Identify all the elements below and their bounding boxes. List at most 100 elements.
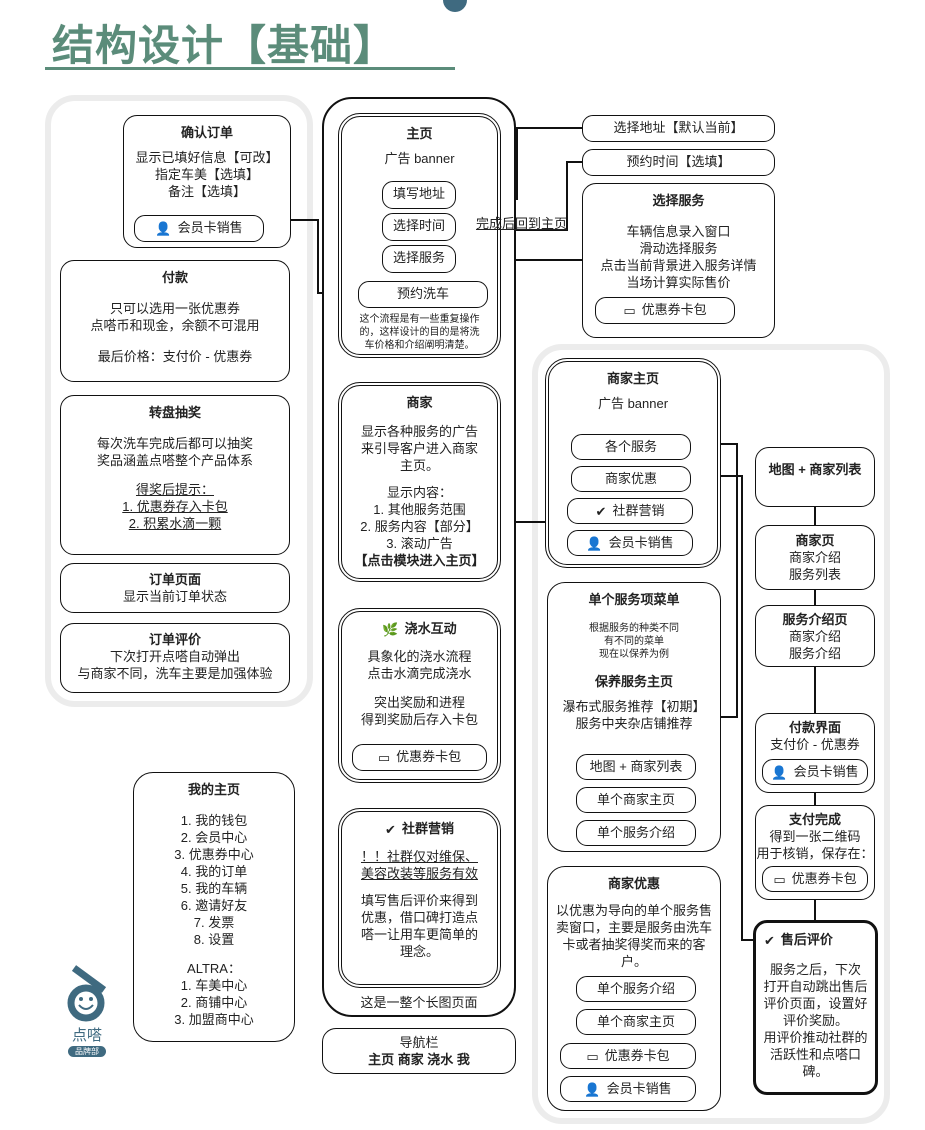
card-icon: ▭: [586, 1048, 599, 1064]
line: 活跃性和点嗒口: [769, 1047, 861, 1063]
return-home-label: 完成后回到主页: [476, 216, 568, 231]
nav-bar-box: 导航栏 主页 商家 浇水 我: [322, 1028, 516, 1074]
line: 点击当前背景进入服务详情: [600, 258, 757, 273]
label: 会员卡销售: [606, 1081, 672, 1096]
card-icon: ▭: [623, 302, 636, 318]
payment-box: 付款 只可以选用一张优惠券 点嗒币和现金，余额不可混用 最后价格：支付价 - 优…: [60, 260, 290, 382]
service-intro-box: 服务介绍页 商家介绍 服务介绍: [755, 605, 875, 667]
line: 滑动选择服务: [639, 241, 718, 256]
line: 与商家不同，洗车主要是加强体验: [77, 666, 273, 681]
nav-items: 主页 商家 浇水 我: [368, 1052, 470, 1067]
select-service-button[interactable]: 选择服务: [382, 245, 456, 273]
confirm-order-box: 确认订单 显示已填好信息【可改】 指定车美【选填】 备注【选填】 👤会员卡销售: [123, 115, 291, 248]
member-card-button[interactable]: 👤会员卡销售: [762, 759, 868, 785]
line: 户。: [620, 954, 647, 969]
community-button[interactable]: ✔社群营销: [567, 498, 693, 524]
label: 优惠券卡包: [396, 749, 462, 764]
merchant-home-button[interactable]: 单个商家主页: [576, 787, 696, 813]
line: 显示当前订单状态: [122, 589, 227, 604]
merchant-page-box: 商家页 商家介绍 服务列表: [755, 525, 875, 590]
line: 服务介绍: [788, 646, 841, 661]
map-list-button[interactable]: 地图 + 商家列表: [576, 754, 696, 780]
line: 评价页面，设置好: [763, 996, 868, 1012]
member-card-button[interactable]: 👤会员卡销售: [134, 215, 264, 242]
sub-title: 保养服务主页: [594, 674, 673, 689]
line: 主页。: [399, 458, 439, 473]
menu-item: 7. 发票: [193, 915, 235, 930]
order-page-box: 订单页面 显示当前订单状态: [60, 563, 290, 613]
menu-item: 2. 会员中心: [180, 830, 248, 845]
card-icon: ▭: [377, 749, 391, 765]
menu-item: 5. 我的车辆: [180, 881, 248, 896]
menu-item: 6. 邀请好友: [180, 898, 248, 913]
merchant-discount-button[interactable]: 商家优惠: [571, 466, 691, 492]
box-title: 商家主页: [606, 371, 659, 386]
user-cart-icon: 👤: [771, 764, 788, 780]
line: 服务中夹杂店铺推荐: [575, 716, 693, 731]
coupon-wallet-button[interactable]: ▭ 优惠券卡包: [560, 1043, 696, 1069]
box-title: 社群营销: [401, 821, 454, 836]
card-icon: ▭: [773, 871, 786, 887]
line: 用评价推动社群的: [763, 1030, 868, 1046]
label: 优惠券卡包: [641, 302, 707, 317]
user-cart-icon: 👤: [584, 1081, 601, 1097]
box-title: 地图 + 商家列表: [768, 462, 862, 477]
logo: 点嗒 品牌部: [62, 965, 112, 1057]
prize: 2. 积累水滴一颗: [128, 516, 222, 531]
line: 用于核销，保存在：: [756, 846, 874, 861]
label: 优惠券卡包: [791, 871, 857, 886]
menu-item: 4. 我的订单: [180, 864, 248, 879]
line: 打开自动跳出售后: [763, 979, 868, 995]
line: 来引导客户进入商家: [360, 441, 478, 456]
book-time-box: 预约时间【选填】: [582, 149, 775, 176]
line: 瀑布式服务推荐【初期】: [562, 699, 706, 714]
banner-label: 广告 banner: [384, 151, 455, 166]
warning: ！！社群仅对维保、: [360, 849, 478, 865]
line: 优惠，借口碑打造点: [360, 910, 478, 926]
box-title: 浇水互动: [404, 621, 457, 636]
line: 嗒一让用车更简单的: [360, 927, 478, 943]
merchant-home-button[interactable]: 单个商家主页: [576, 1009, 696, 1035]
member-card-button[interactable]: 👤会员卡销售: [567, 530, 693, 556]
services-button[interactable]: 各个服务: [571, 434, 691, 460]
member-card-button[interactable]: 👤 会员卡销售: [560, 1076, 696, 1102]
coupon-wallet-button[interactable]: ▭ 优惠券卡包: [352, 744, 487, 771]
fill-address-button[interactable]: 填写地址: [382, 181, 456, 209]
coupon-wallet-button[interactable]: ▭ 优惠券卡包: [595, 297, 735, 324]
home-note: 这个流程是有一些重复操作的，这样设计的目的是将洗车价格和介绍阐明清楚。: [359, 314, 480, 351]
label: 优惠券卡包: [604, 1048, 670, 1063]
my-home-box: 我的主页 1. 我的钱包 2. 会员中心 3. 优惠券中心 4. 我的订单 5.…: [133, 772, 295, 1042]
line: 卖窗口，主要是服务由洗车: [555, 920, 712, 935]
line: 只可以选用一张优惠券: [109, 301, 240, 316]
menu-item: 2. 商铺中心: [180, 995, 248, 1010]
user-cart-icon: 👤: [586, 535, 603, 551]
line: 显示各种服务的广告: [360, 424, 478, 439]
line: 得到一张二维码: [769, 829, 861, 844]
line: 以优惠为导向的单个服务售: [555, 903, 712, 918]
service-intro-button[interactable]: 单个服务介绍: [576, 820, 696, 846]
line: 点击水滴完成浇水: [367, 666, 472, 682]
warning: 美容改装等服务有效: [360, 866, 478, 882]
line: 奖品涵盖点嗒整个产品体系: [96, 453, 253, 468]
service-intro-button[interactable]: 单个服务介绍: [576, 976, 696, 1002]
left-panel: [45, 95, 313, 707]
line: 点嗒币和现金，余额不可混用: [90, 318, 260, 333]
line: 显示内容：: [386, 485, 452, 500]
service-menu-box: 单个服务项菜单 根据服务的种类不同 有不同的菜单 现在以保养为例 保养服务主页 …: [547, 582, 721, 852]
coupon-wallet-button[interactable]: ▭ 优惠券卡包: [762, 866, 868, 892]
line: 支付价 - 优惠券: [770, 737, 860, 752]
line: 得到奖励后存入卡包: [360, 712, 478, 728]
line: 下次打开点嗒自动弹出: [109, 649, 240, 664]
logo-icon: [67, 965, 107, 1022]
box-title: 我的主页: [187, 782, 240, 797]
box-title: 订单页面: [148, 572, 201, 587]
chat-check-icon: ✔: [764, 933, 775, 949]
book-wash-button[interactable]: 预约洗车: [358, 281, 488, 308]
top-dot: [443, 0, 467, 12]
final-price: 最后价格：支付价 - 优惠券: [97, 349, 253, 364]
select-time-button[interactable]: 选择时间: [382, 213, 456, 241]
line: 指定车美【选填】: [154, 167, 259, 182]
user-cart-icon: 👤: [155, 220, 172, 236]
box-title: 选择服务: [652, 193, 705, 208]
line: 当场计算实际售价: [626, 275, 731, 290]
